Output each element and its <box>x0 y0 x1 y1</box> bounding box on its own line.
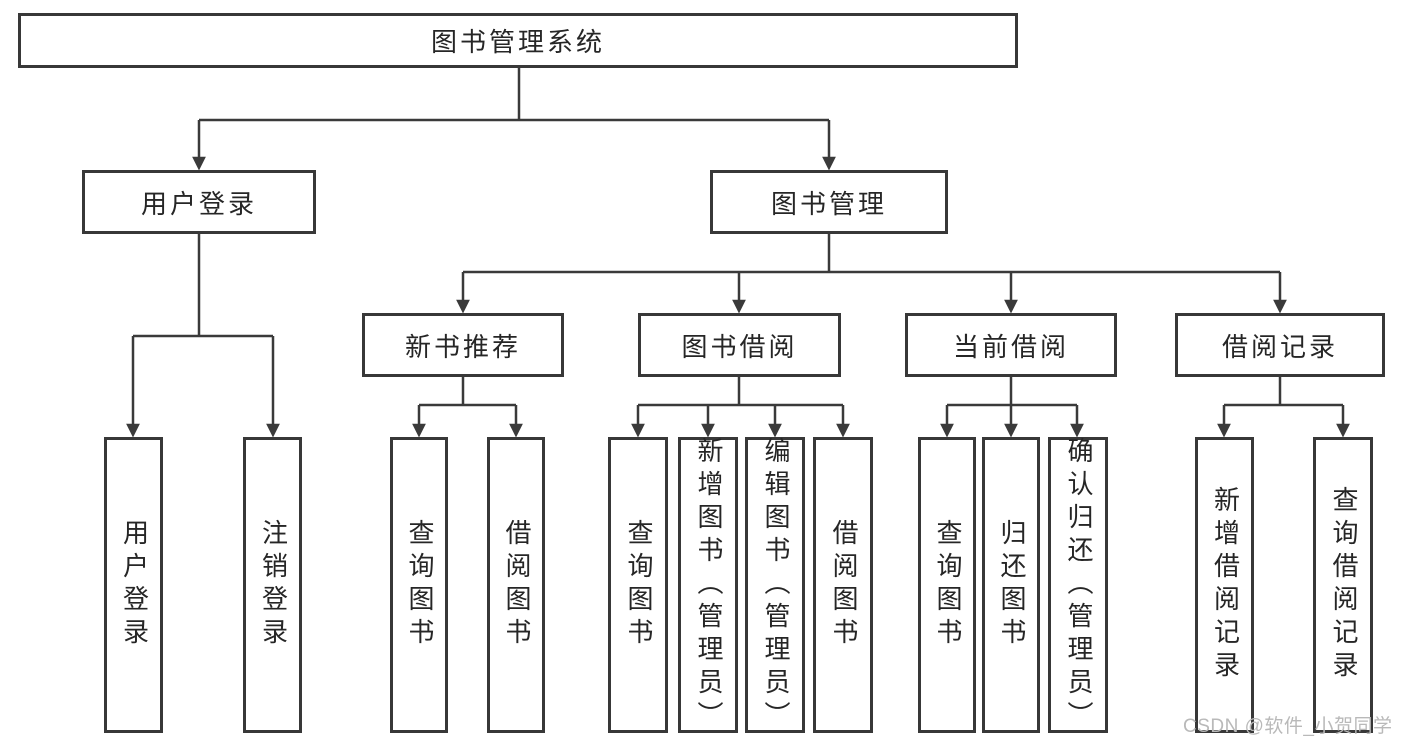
node-root: 图书管理系统 <box>18 13 1018 68</box>
connector-borrow-record-to-leaves <box>1217 377 1350 438</box>
node-label: 查询图书 <box>404 519 435 651</box>
node-label: 确认归还（管理员） <box>1063 436 1094 734</box>
connector-book-mgmt-to-level3 <box>456 234 1287 314</box>
node-label: 借阅图书 <box>501 519 532 651</box>
connector-root-to-level2 <box>192 68 836 171</box>
node-label: 归还图书 <box>996 519 1027 651</box>
node-book-borrowing: 图书借阅 <box>638 313 841 377</box>
node-label: 新增借阅记录 <box>1210 486 1241 684</box>
leaf-edit-books-admin: 编辑图书（管理员） <box>745 436 805 734</box>
connector-user-login-to-leaves <box>126 234 280 438</box>
node-label: 借阅图书 <box>828 519 859 651</box>
leaf-borrow-books: 借阅图书 <box>487 437 545 733</box>
leaf-add-books-admin: 新增图书（管理员） <box>678 436 738 734</box>
node-label: 借阅记录 <box>1221 331 1338 362</box>
node-label: 查询图书 <box>623 519 654 651</box>
leaf-query-borrow-record: 查询借阅记录 <box>1313 437 1373 733</box>
node-label: 注销登录 <box>258 519 289 651</box>
node-user-login: 用户登录 <box>82 170 316 234</box>
leaf-borrow-books: 借阅图书 <box>813 437 873 733</box>
leaf-confirm-return-admin: 确认归还（管理员） <box>1048 436 1108 734</box>
node-label: 图书管理 <box>770 188 887 219</box>
node-new-book-recommend: 新书推荐 <box>362 313 564 377</box>
connector-current-borrow-to-leaves <box>940 377 1084 438</box>
node-label: 查询图书 <box>932 519 963 651</box>
leaf-query-books: 查询图书 <box>608 437 668 733</box>
leaf-return-books: 归还图书 <box>982 437 1040 733</box>
node-borrowing-records: 借阅记录 <box>1175 313 1385 377</box>
leaf-query-books: 查询图书 <box>390 437 448 733</box>
node-label: 编辑图书（管理员） <box>760 436 791 734</box>
connector-book-borrow-to-leaves <box>631 377 850 438</box>
node-label: 图书管理系统 <box>430 27 605 57</box>
leaf-add-borrow-record: 新增借阅记录 <box>1195 437 1254 733</box>
node-label: 图书借阅 <box>681 331 798 362</box>
node-book-management: 图书管理 <box>710 170 948 234</box>
csdn-watermark: CSDN @软件_小贺同学 <box>1183 716 1393 737</box>
leaf-user-login: 用户登录 <box>104 437 163 733</box>
leaf-query-books: 查询图书 <box>918 437 976 733</box>
node-label: 用户登录 <box>119 519 150 651</box>
node-label: 新书推荐 <box>404 331 521 362</box>
node-label: 当前借阅 <box>952 331 1069 362</box>
node-label: 查询借阅记录 <box>1328 486 1359 684</box>
node-label: 新增图书（管理员） <box>693 436 724 734</box>
node-label: 用户登录 <box>140 188 257 219</box>
node-current-borrowing: 当前借阅 <box>905 313 1117 377</box>
leaf-logout: 注销登录 <box>243 437 302 733</box>
connector-new-book-rec-to-leaves <box>412 377 523 438</box>
